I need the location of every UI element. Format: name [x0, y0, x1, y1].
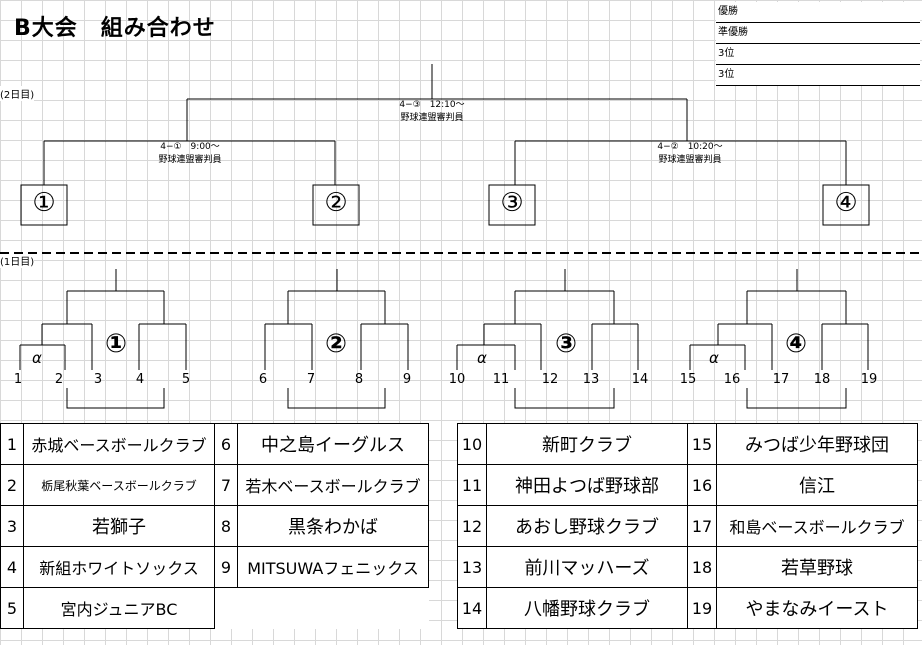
table-row: 11 神田よつば野球部 16 信江: [457, 464, 918, 506]
team-name: MITSUWAフェニックス: [237, 546, 429, 588]
team-name: 若木ベースボールクラブ: [237, 464, 429, 506]
team-name: 若草野球: [716, 546, 918, 588]
seed-number: 10: [448, 372, 466, 387]
team-number: 17: [687, 505, 717, 547]
semi-left-umpire: 野球連盟審判員: [158, 155, 222, 165]
result-third-2: 3位: [716, 65, 920, 86]
team-table-right: 10 新町クラブ 15 みつば少年野球団 11 神田よつば野球部 16 信江 1…: [457, 423, 918, 629]
block-mark-2: ②: [324, 329, 347, 359]
seed-number: 4: [135, 372, 145, 387]
team-name: 新組ホワイトソックス: [23, 546, 215, 588]
seed-number: 3: [93, 372, 103, 387]
team-number: 3: [0, 505, 24, 547]
team-number: 4: [0, 546, 24, 588]
block-mark-1: ①: [104, 329, 127, 359]
day2-mark-3: ③: [500, 188, 524, 218]
seed-number: 15: [679, 372, 697, 387]
seed-number: 12: [541, 372, 559, 387]
semi-right-time: 4−② 10:20〜: [657, 142, 723, 152]
day2-label: (2日目): [0, 86, 35, 101]
team-name: 宮内ジュニアBC: [23, 587, 215, 629]
semi-right-umpire: 野球連盟審判員: [658, 155, 722, 165]
semi-left-info: 4−① 9:00〜 野球連盟審判員: [130, 141, 250, 167]
table-row: 13 前川マッハーズ 18 若草野球: [457, 546, 918, 588]
page-title: B大会 組み合わせ: [14, 16, 216, 41]
team-name: 八幡野球クラブ: [486, 587, 688, 629]
alpha-mark-1: α: [32, 349, 42, 367]
table-row: 3 若獅子 8 黒条わかば: [0, 505, 429, 547]
seed-number: 19: [860, 372, 878, 387]
team-number: 18: [687, 546, 717, 588]
table-row: 4 新組ホワイトソックス 9 MITSUWAフェニックス: [0, 546, 429, 588]
team-name: 神田よつば野球部: [486, 464, 688, 506]
seed-number: 11: [492, 372, 510, 387]
table-row: 5 宮内ジュニアBC: [0, 587, 429, 629]
team-name: 栃尾秋葉ベースボールクラブ: [23, 464, 215, 506]
team-number: 12: [457, 505, 487, 547]
seed-number: 16: [723, 372, 741, 387]
table-row: 14 八幡野球クラブ 19 やまなみイースト: [457, 587, 918, 629]
table-row: 12 あおし野球クラブ 17 和島ベースボールクラブ: [457, 505, 918, 547]
table-row: 1 赤城ベースボールクラブ 6 中之島イーグルス: [0, 423, 429, 465]
table-row: 2 栃尾秋葉ベースボールクラブ 7 若木ベースボールクラブ: [0, 464, 429, 506]
seed-number: 18: [813, 372, 831, 387]
day2-mark-2: ②: [324, 188, 348, 218]
team-number: 1: [0, 423, 24, 465]
team-number: 15: [687, 423, 717, 465]
alpha-mark-3: α: [477, 349, 487, 367]
final-match-info: 4−③ 12:10〜 野球連盟審判員: [372, 99, 492, 125]
team-name: 和島ベースボールクラブ: [716, 505, 918, 547]
team-number: 6: [214, 423, 238, 465]
team-number: 19: [687, 587, 717, 629]
team-name: あおし野球クラブ: [486, 505, 688, 547]
team-number: 7: [214, 464, 238, 506]
team-number: 16: [687, 464, 717, 506]
seed-number: 5: [181, 372, 191, 387]
result-runner-up: 準優勝: [716, 23, 920, 44]
day1-label: (1日目): [0, 253, 35, 268]
day2-mark-4: ④: [834, 188, 858, 218]
team-name: 黒条わかば: [237, 505, 429, 547]
seed-number: 7: [306, 372, 316, 387]
seed-number: 14: [631, 372, 649, 387]
seed-number: 17: [772, 372, 790, 387]
semi-right-info: 4−② 10:20〜 野球連盟審判員: [630, 141, 750, 167]
team-number: 2: [0, 464, 24, 506]
team-name: 前川マッハーズ: [486, 546, 688, 588]
alpha-mark-4: α: [709, 349, 719, 367]
result-champion: 優勝: [716, 2, 920, 23]
day2-mark-1: ①: [32, 188, 56, 218]
team-number: 9: [214, 546, 238, 588]
team-name: 信江: [716, 464, 918, 506]
final-match-time: 4−③ 12:10〜: [399, 100, 465, 110]
block-mark-3: ③: [554, 329, 577, 359]
result-third-1: 3位: [716, 44, 920, 65]
team-name: 中之島イーグルス: [237, 423, 429, 465]
team-number: 10: [457, 423, 487, 465]
team-table-left: 1 赤城ベースボールクラブ 6 中之島イーグルス 2 栃尾秋葉ベースボールクラブ…: [0, 423, 429, 629]
table-row: 10 新町クラブ 15 みつば少年野球団: [457, 423, 918, 465]
team-name: やまなみイースト: [716, 587, 918, 629]
seed-number: 6: [258, 372, 268, 387]
seed-number: 2: [54, 372, 64, 387]
team-name: 若獅子: [23, 505, 215, 547]
results-table: 優勝 準優勝 3位 3位: [716, 2, 920, 86]
team-name: 新町クラブ: [486, 423, 688, 465]
team-name: 赤城ベースボールクラブ: [23, 423, 215, 465]
team-number: 11: [457, 464, 487, 506]
team-number: 5: [0, 587, 24, 629]
team-number: 8: [214, 505, 238, 547]
block-mark-4: ④: [784, 329, 807, 359]
seed-number: 8: [354, 372, 364, 387]
seed-number: 9: [402, 372, 412, 387]
seed-number: 13: [582, 372, 600, 387]
semi-left-time: 4−① 9:00〜: [160, 142, 220, 152]
team-name: みつば少年野球団: [716, 423, 918, 465]
seed-number: 1: [13, 372, 23, 387]
final-umpire: 野球連盟審判員: [400, 113, 464, 123]
team-number: 13: [457, 546, 487, 588]
team-number: 14: [457, 587, 487, 629]
